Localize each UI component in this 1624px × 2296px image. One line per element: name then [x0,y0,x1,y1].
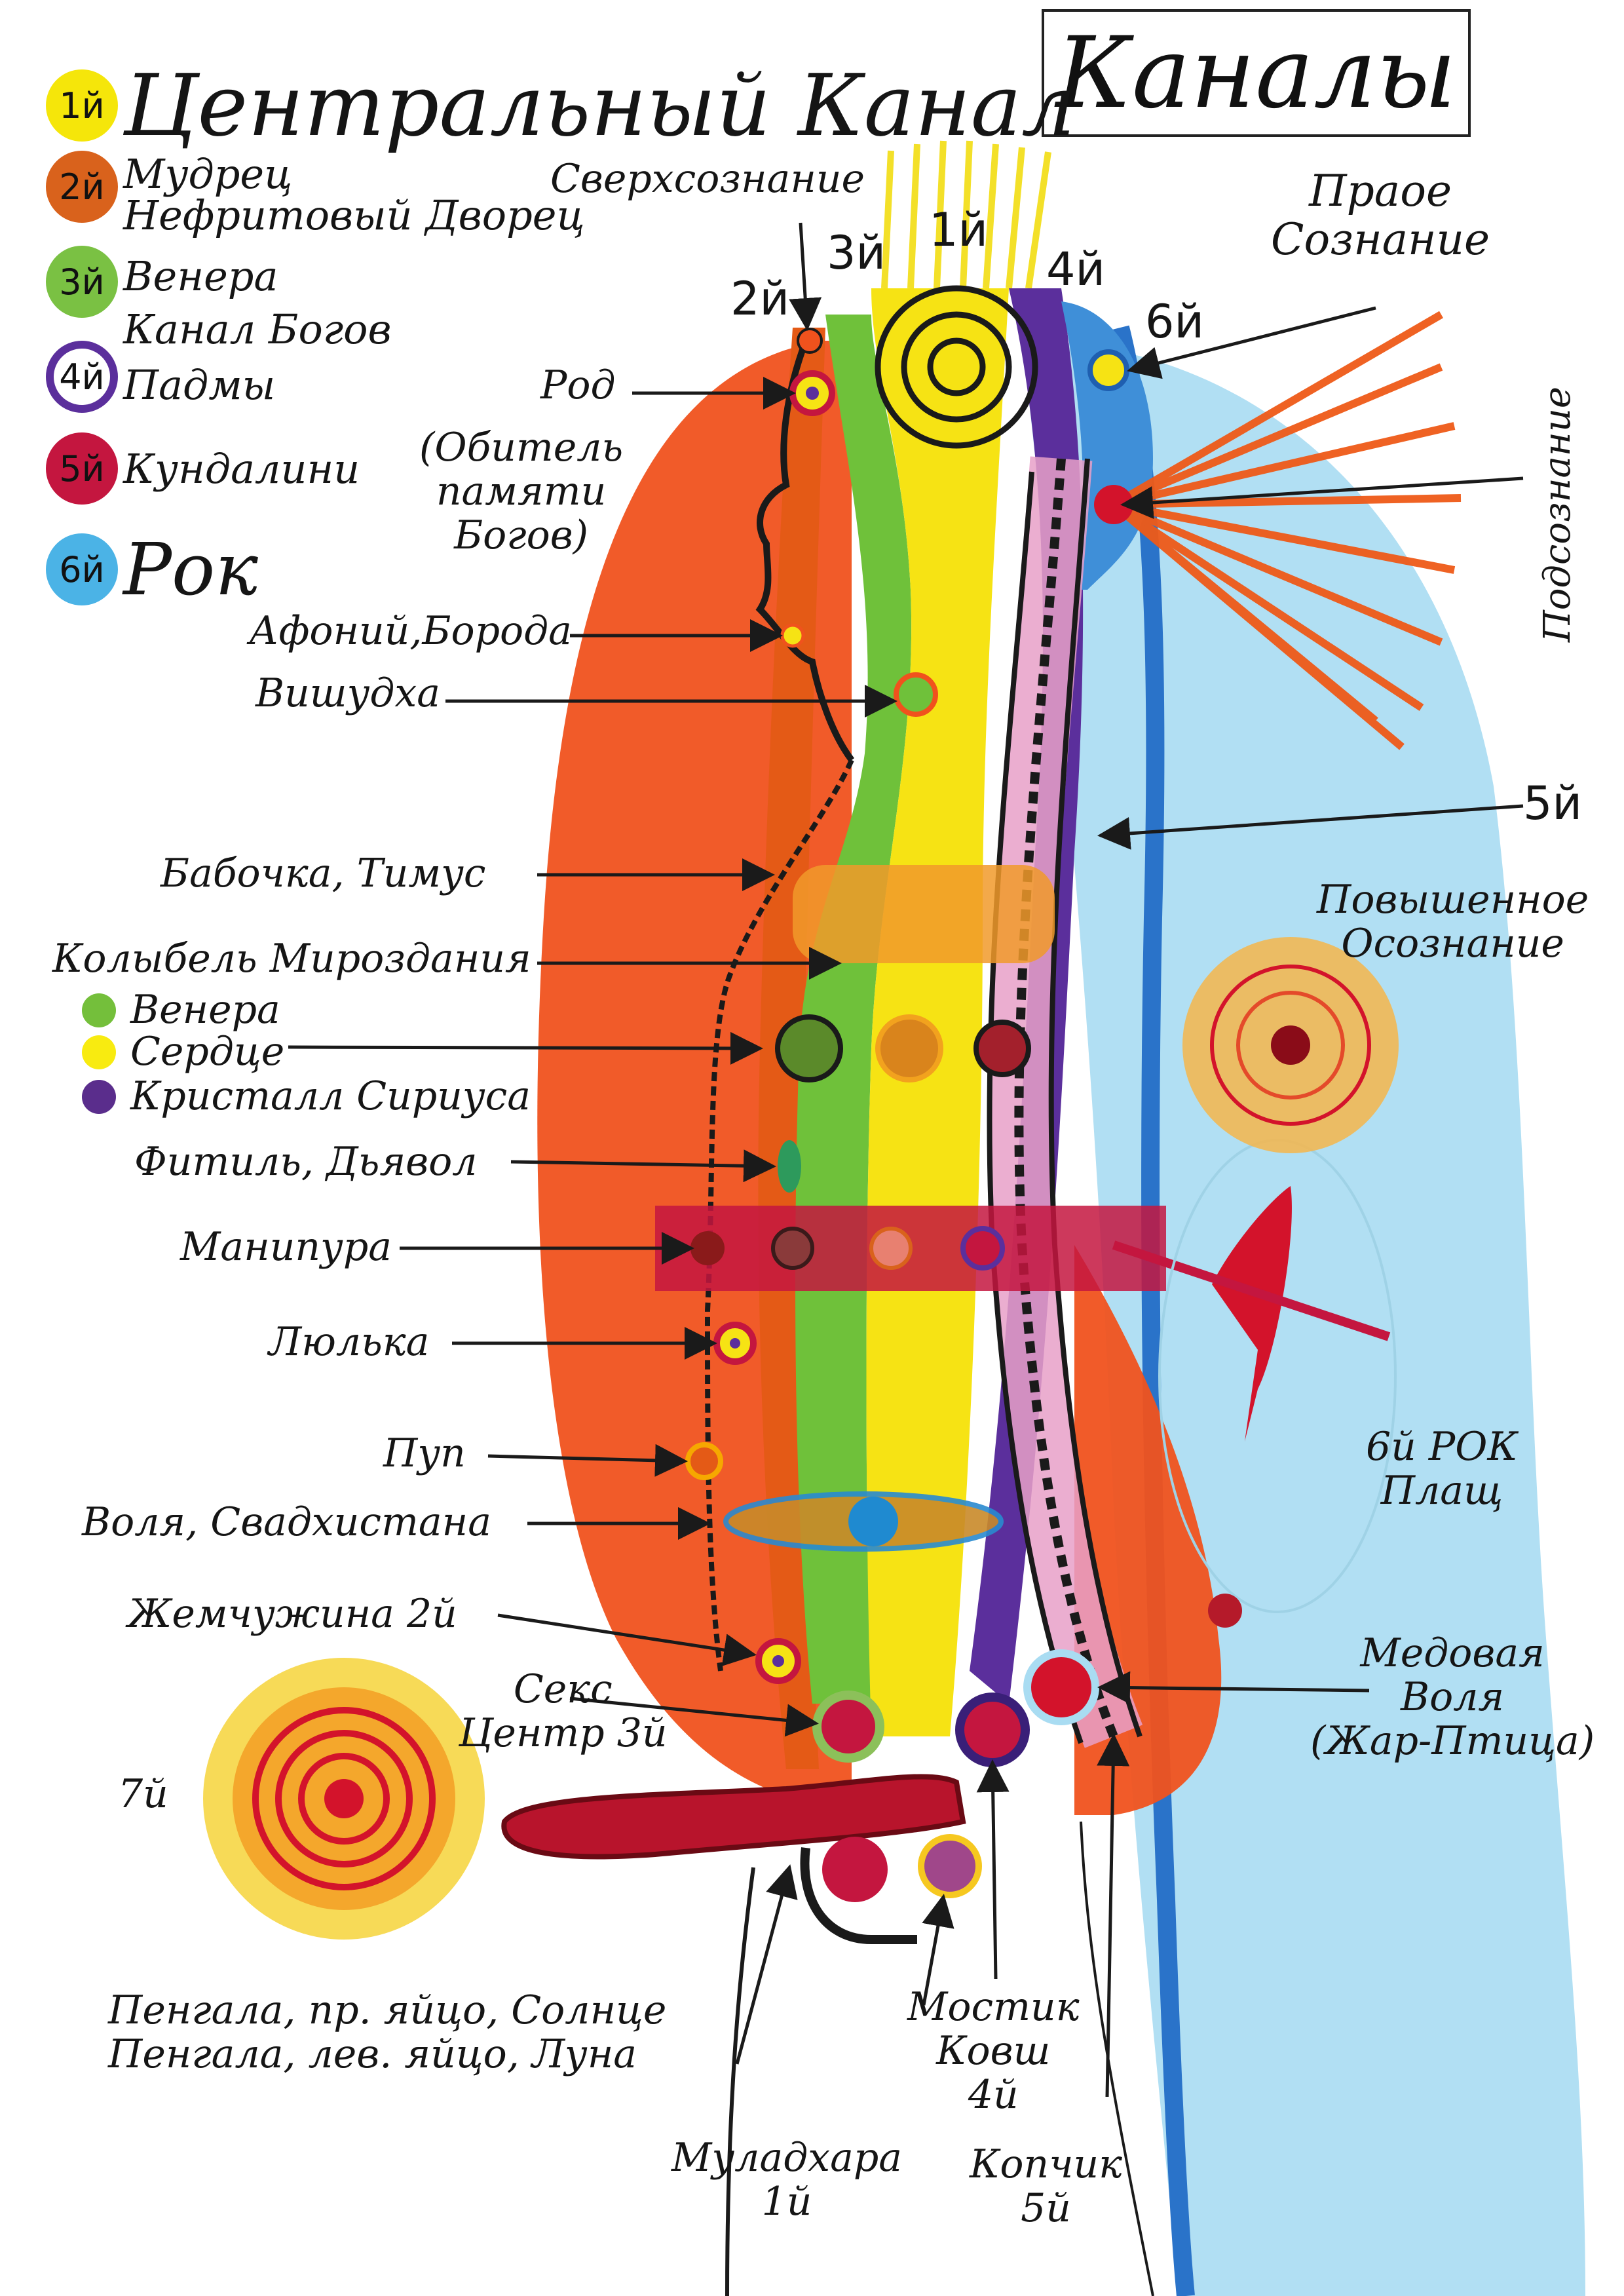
praoe-chakra [1087,349,1129,391]
mostik-kovsh [955,1693,1030,1767]
povyshennoe-sun [1182,937,1399,1153]
heart-sublegend-sirius: Кристалл Сириуса [82,1073,531,1119]
body-outline [704,759,854,1672]
mostik-moon [918,1834,982,1898]
crown-rays [881,140,1051,289]
legend-item-4: 4й Канал Богов Падмы [46,305,392,413]
channel-number-5: 5й [1523,776,1583,830]
label-lyulka: Люлька [269,1319,430,1365]
red-cross [1212,1186,1292,1442]
channel-3-green [795,315,912,1704]
leg-lines [725,1867,755,2296]
legend-label-1: Центральный Канал [123,56,1076,155]
label-rod: Род [540,362,616,408]
legend-label-4: Канал Богов [123,305,392,353]
label-afoniy: Афоний,Борода [249,608,572,654]
heart-sublegend-label-sirius: Кристалл Сириуса [130,1073,531,1119]
legend-dot-3: 3й [46,246,118,318]
legend-dot-2: 2й [46,151,118,223]
label-kolybel: Колыбель Мироздания [52,936,531,982]
title-box: Каналы [1042,9,1471,137]
channel-number-1: 1й [929,203,989,257]
venera-chakra [775,1014,843,1082]
label-kopchik: Копчик 5й [970,2141,1122,2232]
channel-number-4: 4й [1046,242,1106,296]
face-profile [755,339,855,762]
sirius-dot [82,1079,116,1114]
fitil-mark [778,1140,801,1193]
label-medovaya: Медовая Воля (Жар-Птица) [1310,1630,1595,1765]
label-pup: Пуп [383,1430,466,1476]
label-povyshennoe: Повышенное Осознание [1317,877,1589,967]
label-podsoznanie: Подсознание [1536,386,1579,642]
label-babochka: Бабочка, Тимус [161,851,486,896]
kolybel-band [793,865,1055,963]
svadhistana-dot [848,1497,898,1546]
afoniy-dot [780,623,805,648]
muladhara-chakra [822,1837,888,1902]
sirius-crystal [973,1020,1031,1077]
legend-label-5: Кундалини [123,444,360,493]
label-obitel: (Обитель памяти Богов) [419,425,624,559]
pengala-rod [501,1774,966,1860]
label-pengala: Пенгала, пр. яйцо, Солнце Пенгала, лев. … [108,1987,667,2078]
legend-label-3: Нефритовый Дворец [123,191,585,239]
channel-number-3: 3й [827,226,886,280]
label-arrows [288,222,1524,2097]
label-vishudha: Вишудха [255,670,441,716]
legend-item-2: 2й Мудрец [46,149,293,223]
heart-sublegend-label-serdtse: Сердце [130,1029,285,1075]
label-manipura: Манипура [180,1224,392,1270]
legend-item-3: 3й Нефритовый Дворец Венера [46,191,585,318]
heart-sublegend-label-venera: Венера [130,987,280,1033]
legend-item-6: 6й Рок [46,527,258,611]
podsoznanie-rays [1111,311,1462,750]
legend-dot-5: 5й [46,432,118,505]
label-muladhara: Муладхара 1й [671,2135,903,2225]
sverhsoznanie-dot [797,328,823,354]
legend-dot-1: 1й [46,69,118,142]
rok-outline [1111,325,1195,2296]
legend-label-4b: Падмы [123,361,276,409]
label-sverhsoznanie: Сверхсознание [550,156,865,202]
legend-item-5: 5й Кундалини [46,432,360,505]
serdtse-dot [82,1035,116,1069]
label-zhemchuzhina: Жемчужина 2й [128,1591,457,1637]
legend-label-6: Рок [123,527,258,611]
label-seks-tsentr: Секс Центр 3й [459,1666,668,1757]
venera-dot [82,993,116,1027]
legend-label-3b: Венера [123,252,278,300]
vishudha-chakra [894,672,938,717]
medovaya-volya [1023,1649,1099,1725]
head-spiral [875,285,1038,449]
channel-1-yellow [866,288,1009,1736]
pup-chakra [685,1442,723,1480]
legend-dot-4: 4й [46,341,118,413]
heart-sublegend-venera: Венера [82,987,280,1033]
label-fitil: Фитиль, Дьявол [134,1139,478,1185]
legend-item-1: 1й Центральный Канал [46,56,1076,155]
label-rok-plasch: 6й РОК Плащ [1366,1424,1518,1514]
channel-number-2: 2й [730,272,790,326]
legend-label-2: Мудрец [123,149,293,198]
label-mostik: Мостик Ковш 4й [907,1984,1080,2118]
serdtse-chakra [875,1014,943,1082]
sun-7 [203,1658,485,1940]
rear-red-dot [1208,1594,1242,1628]
seks-tsentr [812,1691,884,1763]
heart-sublegend-serdtse: Сердце [82,1029,285,1075]
page-title: Каналы [1055,16,1457,130]
label-praoe-soznanie: Праое Сознание [1271,166,1490,265]
label-7: 7й [118,1771,168,1817]
legend-dot-6: 6й [46,533,118,605]
channel-number-6: 6й [1145,295,1205,349]
label-volya: Воля, Свадхистана [82,1499,491,1545]
